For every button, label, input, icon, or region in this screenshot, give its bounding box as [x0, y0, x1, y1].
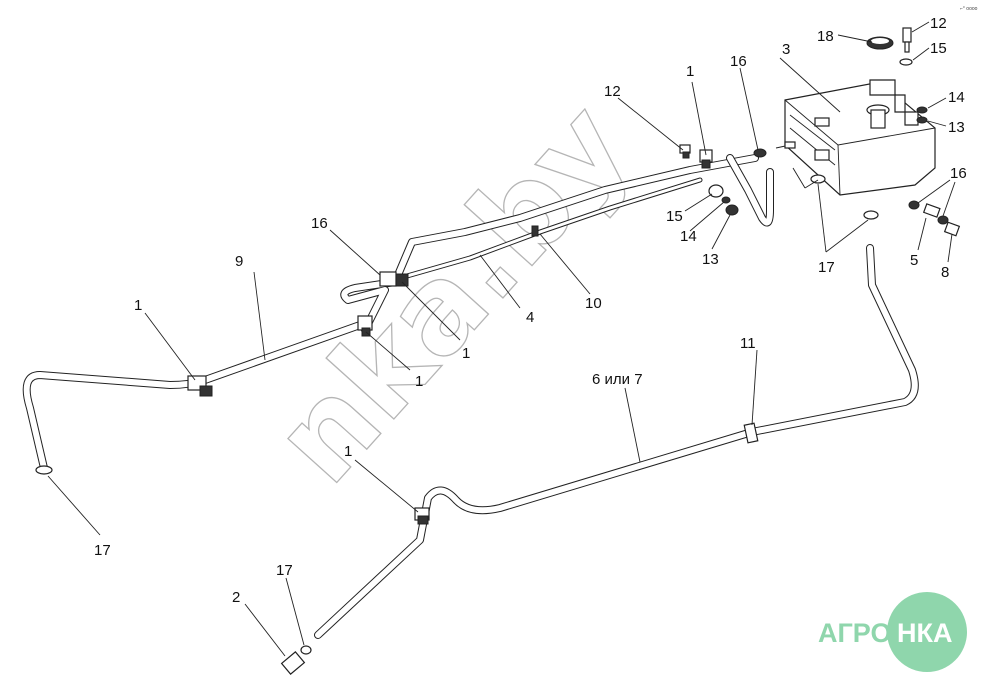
pipe-6-7 [314, 244, 919, 639]
nut-13-mid [725, 204, 739, 216]
callout-9: 9 [235, 253, 243, 270]
nut-13-top [916, 116, 928, 124]
clamp-17-bottom [300, 645, 312, 655]
fitting-2 [280, 651, 306, 675]
clamp-17-b [863, 210, 879, 220]
bolt-12-mid [679, 144, 691, 159]
callout-4: 4 [526, 309, 534, 326]
washer-14-top [916, 106, 928, 114]
tank-fitting [784, 141, 796, 149]
callout-1-c: 1 [415, 373, 423, 390]
pipe-hook [726, 154, 774, 227]
callout-16-b: 16 [730, 53, 747, 70]
fuel-tank [784, 79, 936, 196]
callouts: 1 9 16 1 1 4 10 12 1 16 15 14 13 3 18 12… [94, 15, 967, 606]
corner-mark: ⌐° oooo [960, 6, 978, 12]
agronka-logo: АГРО НКА [818, 592, 967, 672]
callout-14-b: 14 [948, 89, 965, 106]
clamp-16-tank [753, 148, 767, 158]
pipe-4-loop [340, 154, 759, 334]
callout-16-c: 16 [950, 165, 967, 182]
callout-15-b: 15 [930, 40, 947, 57]
callout-1-a: 1 [134, 297, 142, 314]
bolt-12-top [902, 27, 912, 53]
callout-14-a: 14 [680, 228, 697, 245]
callout-1-b: 1 [462, 345, 470, 362]
callout-16-a: 16 [311, 215, 328, 232]
washer-15-top [899, 58, 913, 66]
callout-12-a: 12 [604, 83, 621, 100]
logo-text-inner: НКА [897, 618, 952, 648]
fitting-5 [908, 200, 949, 225]
callout-17-b: 17 [94, 542, 111, 559]
bracket-1-d [699, 149, 713, 169]
callout-2: 2 [232, 589, 240, 606]
callout-11: 11 [740, 335, 756, 352]
callout-3: 3 [782, 41, 790, 58]
leader-lines [47, 21, 956, 657]
clamp-17-left [35, 465, 53, 475]
washer-14-mid [721, 196, 731, 204]
callout-12-b: 12 [930, 15, 947, 32]
callout-6-or-7: 6 или 7 [592, 371, 643, 388]
logo-circle [887, 592, 967, 672]
logo-text-left: АГРО [818, 618, 891, 648]
bracket-1-e [414, 507, 430, 525]
callout-8: 8 [941, 264, 949, 281]
clamp-10 [531, 225, 539, 237]
callout-18: 18 [817, 28, 834, 45]
bracket-1-a [187, 375, 213, 397]
bracket-1-c [379, 271, 409, 287]
callout-1-d: 1 [686, 63, 694, 80]
callout-15-a: 15 [666, 208, 683, 225]
fitting-8 [943, 221, 961, 237]
callout-10: 10 [585, 295, 602, 312]
clamp-11 [743, 422, 759, 444]
callout-13-b: 13 [948, 119, 965, 136]
callout-1-e: 1 [344, 443, 352, 460]
callout-13-a: 13 [702, 251, 719, 268]
callout-17-a: 17 [818, 259, 835, 276]
pipe-10 [397, 177, 703, 281]
watermark-text: nka.by [248, 78, 656, 510]
tank-cap [866, 36, 894, 50]
callout-17-c: 17 [276, 562, 293, 579]
callout-5: 5 [910, 252, 918, 269]
clamp-17-a [810, 174, 826, 184]
washer-15-mid [708, 184, 724, 198]
